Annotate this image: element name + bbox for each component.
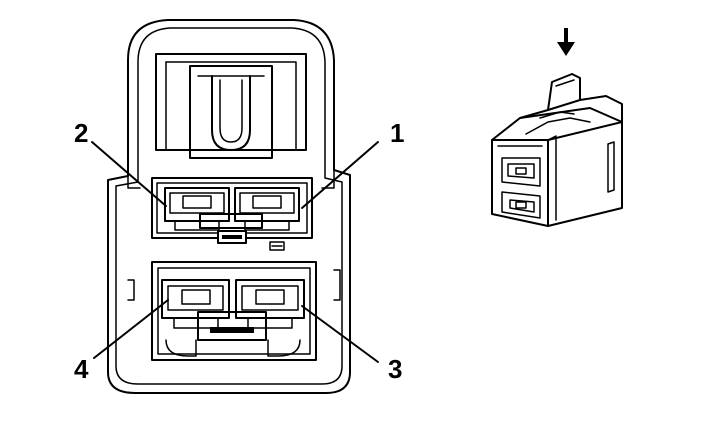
- leader-line-3: [301, 305, 379, 363]
- right-rib: [333, 269, 341, 301]
- terminal-2: [164, 187, 230, 231]
- terminal-4: [161, 279, 230, 329]
- pin-label-1: 1: [390, 118, 404, 148]
- terminal-1: [234, 187, 300, 231]
- connector-housing: [107, 19, 351, 394]
- leader-line-1: [301, 141, 379, 209]
- leader-line-4: [93, 299, 169, 359]
- keyway: [217, 230, 285, 251]
- terminal-3: [235, 279, 305, 329]
- pin-label-3: 3: [388, 354, 402, 384]
- pin-label-2: 2: [74, 118, 88, 148]
- pin-label-4: 4: [74, 354, 89, 384]
- leader-line-2: [91, 141, 167, 207]
- connector-isometric-view: [491, 73, 623, 227]
- down-arrow-icon: [557, 28, 575, 56]
- lower-cavity-block: [151, 261, 317, 361]
- left-rib: [127, 279, 135, 301]
- upper-cavity-block: [151, 177, 313, 239]
